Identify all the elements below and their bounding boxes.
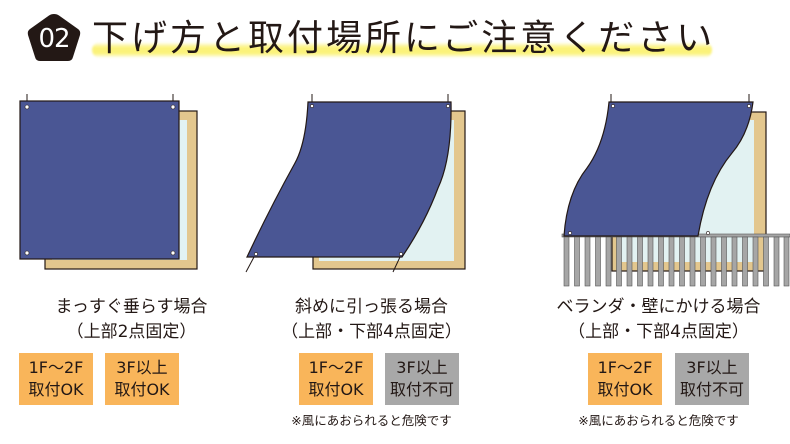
page-title: 下げ方と取付場所にご注意ください: [92, 18, 716, 59]
caption-subtitle: （上部・下部4点固定）: [568, 322, 749, 342]
tag-floor: 3F以上: [686, 358, 738, 377]
tag-floor: 3F以上: [396, 358, 448, 377]
warning-note: ※風にあおられると危険です: [291, 413, 452, 428]
tag-status: 取付OK: [114, 380, 170, 399]
warning-note: ※風にあおられると危険です: [578, 413, 739, 428]
tag-floor: 3F以上: [116, 358, 168, 377]
title-highlight: [92, 42, 712, 58]
caption-title: 斜めに引っ張る場合: [295, 297, 448, 317]
tag-status: 取付不可: [389, 380, 454, 399]
panel-diagonal: 斜めに引っ張る場合 （上部・下部4点固定） 1F〜2F 取付OK 3F以上 取付…: [240, 88, 503, 444]
tag-status: 取付OK: [28, 380, 84, 399]
section-number-badge: 02: [26, 12, 82, 64]
header: 02 下げ方と取付場所にご注意ください: [0, 0, 790, 80]
panel-straight: まっすぐ垂らす場合 （上部2点固定） 1F〜2F 取付OK 3F以上 取付OK: [0, 88, 263, 444]
section-number: 02: [38, 24, 70, 54]
sheet-hanging-straight-illustration: [19, 94, 198, 270]
tag-status: 取付不可: [679, 380, 744, 399]
tag-1f-2f: 1F〜2F 取付OK: [19, 353, 93, 405]
tag-status: 取付OK: [308, 380, 364, 399]
tag-floor: 1F〜2F: [28, 358, 84, 377]
pentagon-badge-icon: [27, 14, 81, 61]
caption-subtitle: （上部2点固定）: [66, 322, 197, 342]
caption-title: まっすぐ垂らす場合: [55, 297, 208, 317]
railing: [563, 236, 790, 287]
caption-title: ベランダ・壁にかける場合: [556, 297, 761, 317]
tag-3f-plus: 3F以上 取付不可: [675, 353, 749, 405]
tag-3f-plus: 3F以上 取付OK: [105, 353, 179, 405]
panel-veranda: ベランダ・壁にかける場合 （上部・下部4点固定） 1F〜2F 取付OK 3F以上…: [527, 88, 790, 444]
tag-floor: 1F〜2F: [597, 358, 653, 377]
tag-status: 取付OK: [597, 380, 653, 399]
tag-floor: 1F〜2F: [308, 358, 364, 377]
tag-1f-2f: 1F〜2F 取付OK: [588, 353, 662, 405]
caption-subtitle: （上部・下部4点固定）: [281, 322, 462, 342]
sheet-pulled-diagonal-illustration: [245, 94, 466, 273]
sheet-on-veranda-illustration: [561, 94, 790, 287]
tag-3f-plus: 3F以上 取付不可: [385, 353, 459, 405]
tag-1f-2f: 1F〜2F 取付OK: [299, 353, 373, 405]
